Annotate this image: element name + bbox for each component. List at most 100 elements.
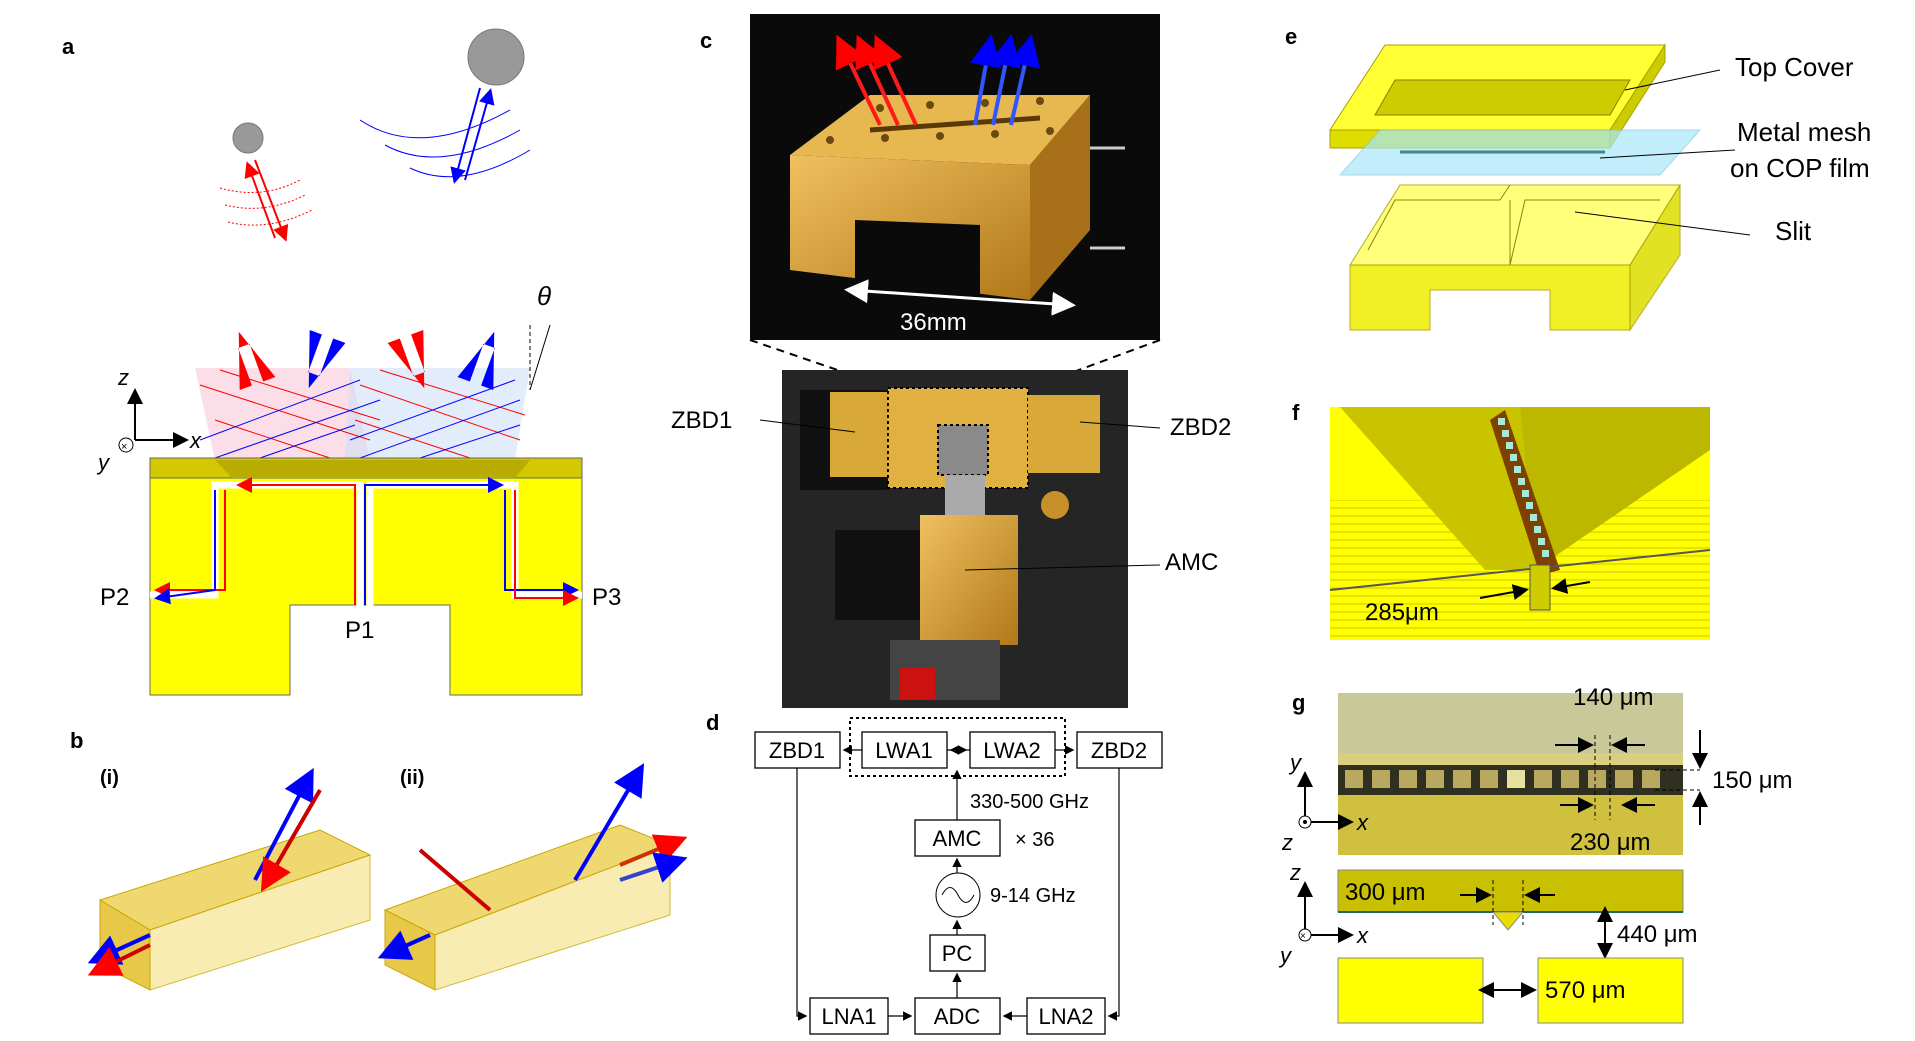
sub-i-label: (i) bbox=[100, 767, 119, 789]
b-ii-blue-1 bbox=[377, 930, 431, 960]
device-notch bbox=[855, 220, 980, 300]
label-140: 140 μm bbox=[1573, 684, 1654, 711]
blue-ray-out bbox=[464, 88, 495, 181]
panel-b: b (i) (ii) bbox=[70, 728, 688, 991]
blue-wavefronts bbox=[359, 109, 531, 178]
text-lwa2: LWA2 bbox=[983, 738, 1040, 763]
waveguide-line bbox=[1329, 549, 1711, 591]
sub-ii-label: (ii) bbox=[400, 767, 424, 789]
port-p3: P3 bbox=[592, 584, 621, 611]
connector bbox=[1041, 491, 1069, 519]
beam-right bbox=[345, 368, 530, 460]
zbd1-mount bbox=[830, 392, 890, 477]
text-adc: ADC bbox=[934, 1004, 981, 1029]
text-lo: 9-14 GHz bbox=[990, 885, 1076, 907]
heatsink bbox=[835, 530, 920, 620]
top-cover-slot bbox=[1374, 79, 1631, 116]
g2-label-z: z bbox=[1289, 860, 1301, 885]
block-pc bbox=[929, 934, 986, 972]
b-ii-blue-2 bbox=[573, 763, 645, 882]
red-big-arrow-1 bbox=[238, 331, 276, 390]
panel-e: e Top Cover Metal mesh on COP film Slit bbox=[1285, 24, 1871, 332]
waveguide-i-side bbox=[149, 854, 371, 991]
block-right bbox=[1537, 957, 1684, 1024]
block-lwa1 bbox=[861, 731, 948, 769]
wave-paths bbox=[154, 477, 579, 606]
dimension-label-36mm: 36mm bbox=[900, 309, 967, 336]
device-side-face bbox=[1030, 95, 1090, 300]
transition bbox=[945, 475, 985, 515]
callout-slit bbox=[1574, 211, 1751, 236]
photo-red-arrows bbox=[836, 34, 918, 126]
small-target bbox=[232, 122, 264, 154]
port-p2: P2 bbox=[100, 584, 129, 611]
b-ii-blue-3 bbox=[619, 852, 688, 883]
svg-text:×: × bbox=[121, 441, 127, 453]
red-ray-out bbox=[254, 159, 289, 242]
panel-a-letter: a bbox=[62, 34, 75, 59]
label-mesh-1: Metal mesh bbox=[1737, 117, 1871, 147]
waveguide-ii-side bbox=[434, 844, 671, 991]
label-top-cover: Top Cover bbox=[1735, 52, 1854, 82]
screw-holes bbox=[826, 97, 1054, 144]
block-left bbox=[1337, 957, 1484, 1024]
dimension-arrow-36mm bbox=[844, 279, 1076, 316]
panel-g: g 140 μm 150 μm 230 μm y x z bbox=[1278, 684, 1793, 1024]
panel-g-letter: g bbox=[1292, 690, 1305, 715]
block-adc bbox=[914, 997, 1001, 1035]
b-ii-red-1 bbox=[418, 848, 492, 912]
v-groove bbox=[1491, 911, 1525, 931]
red-big-arrow-2 bbox=[387, 330, 425, 389]
blue-big-arrow-2 bbox=[457, 331, 495, 390]
blue-ray-in bbox=[450, 87, 481, 184]
label-570: 570 μm bbox=[1545, 977, 1626, 1004]
waveguide-channels bbox=[150, 481, 582, 610]
g2-label-y: y bbox=[1278, 943, 1293, 968]
block-zbd1 bbox=[754, 731, 841, 769]
panel-d-letter: d bbox=[706, 710, 719, 735]
panel-f-letter: f bbox=[1292, 400, 1300, 425]
callout-amc bbox=[964, 564, 1161, 571]
text-zbd2: ZBD2 bbox=[1091, 738, 1147, 763]
port-p1: P1 bbox=[345, 617, 374, 644]
b-i-red-2 bbox=[260, 788, 322, 892]
y-axis-a bbox=[118, 437, 134, 453]
x-label: x bbox=[189, 428, 202, 453]
label-zbd2: ZBD2 bbox=[1170, 414, 1231, 441]
panel-d: d ZBD1 LWA1 LWA2 ZBD2 AMC PC LNA1 ADC LN… bbox=[706, 710, 1163, 1035]
g-label-y: y bbox=[1288, 750, 1303, 775]
label-zbd1: ZBD1 bbox=[671, 407, 732, 434]
angle-line bbox=[529, 324, 551, 391]
z-label: z bbox=[117, 365, 129, 390]
text-lwa1: LWA1 bbox=[875, 738, 932, 763]
sine-glyph bbox=[941, 887, 975, 903]
zoom-line-left bbox=[749, 339, 891, 389]
b-i-red-1 bbox=[87, 943, 151, 976]
label-150: 150 μm bbox=[1712, 767, 1793, 794]
g2-label-x: x bbox=[1356, 923, 1369, 948]
body-front bbox=[1349, 264, 1631, 331]
text-zbd1: ZBD1 bbox=[769, 738, 825, 763]
g-label-z: z bbox=[1281, 830, 1293, 855]
panel-a: a bbox=[62, 28, 621, 696]
callout-zbd1 bbox=[759, 419, 856, 433]
text-amc: AMC bbox=[933, 826, 982, 851]
theta-label: θ bbox=[537, 281, 551, 311]
callout-zbd2 bbox=[1079, 421, 1161, 429]
red-ray-in bbox=[244, 161, 276, 239]
b-ii-red-2 bbox=[619, 834, 688, 867]
body-channels bbox=[1367, 184, 1660, 266]
beam-left bbox=[195, 368, 370, 460]
mesh-cells bbox=[1498, 418, 1549, 557]
y-label: y bbox=[96, 450, 111, 475]
dim-arrow-right bbox=[1551, 578, 1591, 594]
callout-mesh bbox=[1599, 149, 1736, 159]
red-cap bbox=[900, 668, 935, 700]
panel-c: c 36mm bbox=[671, 14, 1231, 708]
mesh-holes bbox=[1345, 770, 1660, 788]
feed-block bbox=[937, 424, 989, 476]
taper-left bbox=[1340, 407, 1535, 570]
body-side bbox=[1629, 183, 1681, 332]
photo-blue-arrows bbox=[969, 34, 1041, 126]
label-440: 440 μm bbox=[1617, 921, 1698, 948]
